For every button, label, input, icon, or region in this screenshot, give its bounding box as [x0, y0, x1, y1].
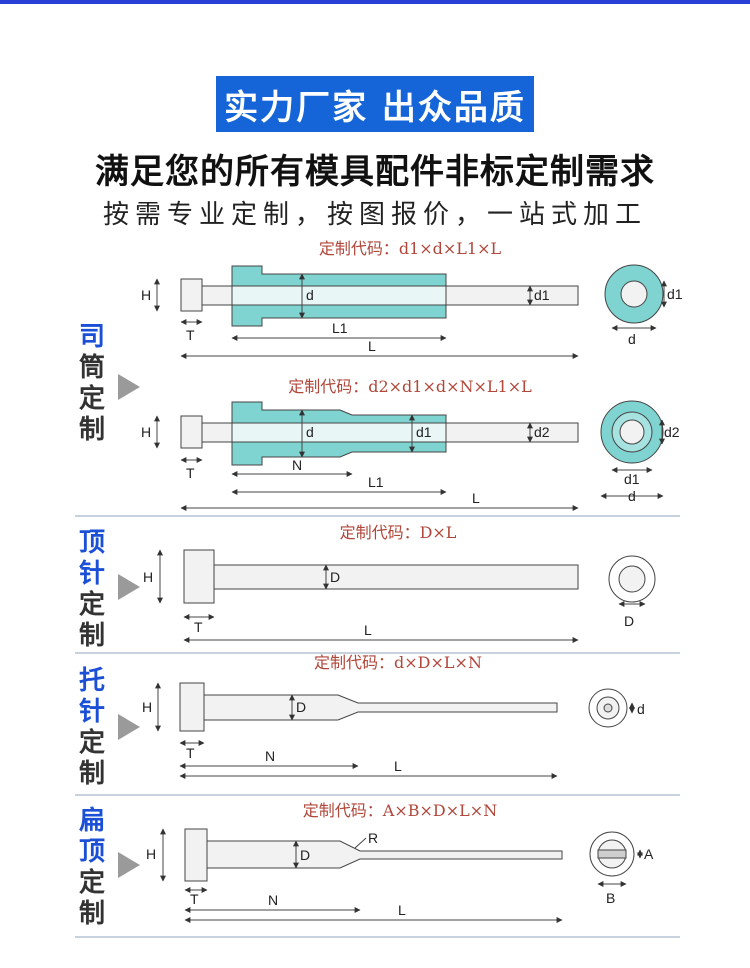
pin-head — [183, 549, 215, 604]
pin-shaft — [213, 564, 579, 590]
code-stepped: 定制代码：d×D×L×N — [314, 653, 482, 672]
dim-d: d — [628, 488, 636, 504]
dim-N: N — [292, 457, 302, 473]
dim-L: L — [368, 338, 376, 354]
subline: 按需专业定制，按图报价，一站式加工 — [102, 200, 647, 230]
pin-shaft — [206, 840, 563, 869]
separator — [75, 652, 680, 654]
headline: 满足您的所有模具配件非标定制需求 — [95, 152, 655, 192]
code-sleeve2: 定制代码：d2×d1×d×N×L1×L — [288, 377, 532, 396]
section-label-sleeve-top: 司 — [78, 322, 105, 352]
section-label-flat-rest: 定制 — [78, 868, 105, 929]
dim-B: B — [606, 890, 615, 906]
dim-H: H — [141, 287, 151, 303]
dim-N: N — [265, 748, 275, 764]
dim-H: H — [146, 846, 156, 862]
dim-d1: d1 — [534, 287, 550, 303]
separator — [75, 936, 680, 938]
separator — [75, 794, 680, 796]
dim-T: T — [186, 327, 195, 343]
dim-d1: d1 — [416, 424, 432, 440]
section-label-ejector: 顶针 定制 — [72, 528, 112, 652]
section-label-stepped-top: 托针 — [78, 666, 105, 727]
dim-N: N — [268, 892, 278, 908]
arrow-icon — [118, 574, 140, 600]
arrow-icon — [118, 852, 140, 878]
arrow-icon — [118, 374, 140, 400]
dim-d: d — [628, 331, 636, 347]
dim-D: D — [296, 699, 306, 715]
code-flat: 定制代码：A×B×D×L×N — [303, 801, 497, 820]
separator — [75, 515, 680, 517]
dim-H: H — [142, 699, 152, 715]
dim-L: L — [398, 902, 406, 918]
dim-L: L — [364, 622, 372, 638]
dim-T: T — [194, 619, 203, 635]
section-label-sleeve-rest: 筒定制 — [78, 353, 105, 445]
dim-T: T — [186, 465, 195, 481]
code-ejector: 定制代码：D×L — [340, 523, 457, 542]
dim-D: D — [300, 847, 310, 863]
pin-head — [180, 415, 203, 449]
dim-R: R — [368, 830, 378, 846]
section-label-stepped-rest: 定制 — [78, 728, 105, 789]
dim-T: T — [190, 891, 199, 907]
dim-D: D — [624, 613, 634, 629]
dim-H: H — [141, 424, 151, 440]
dim-d: d — [306, 424, 314, 440]
dim-d1: d1 — [624, 471, 640, 487]
arrow-icon — [118, 714, 140, 740]
dim-L: L — [472, 490, 480, 506]
dim-d2: d2 — [534, 424, 550, 440]
pin-head — [180, 278, 203, 312]
dim-d2: d2 — [664, 424, 680, 440]
section-label-flat: 扁顶 定制 — [72, 806, 112, 930]
dim-L: L — [394, 758, 402, 774]
section-label-flat-top: 扁顶 — [78, 806, 105, 867]
section-label-ejector-top: 顶针 — [78, 528, 105, 589]
banner: 实力厂家 出众品质 — [216, 76, 534, 132]
pin-head — [184, 828, 208, 882]
code-sleeve1: 定制代码：d1×d×L1×L — [319, 239, 502, 258]
dim-L1: L1 — [332, 320, 348, 336]
dim-d1: d1 — [667, 286, 683, 302]
dim-T: T — [186, 745, 195, 761]
dim-d: d — [306, 287, 314, 303]
dim-H: H — [143, 569, 153, 585]
pin-head — [179, 682, 205, 732]
dim-d: d — [637, 701, 645, 717]
pin-shaft — [203, 694, 558, 721]
dim-D: D — [330, 569, 340, 585]
section-label-sleeve: 司 筒定制 — [72, 322, 112, 446]
dim-A: A — [644, 846, 654, 862]
section-label-stepped: 托针 定制 — [72, 666, 112, 790]
section-label-ejector-rest: 定制 — [78, 590, 105, 651]
top-border — [0, 0, 750, 4]
dim-L1: L1 — [368, 474, 384, 490]
